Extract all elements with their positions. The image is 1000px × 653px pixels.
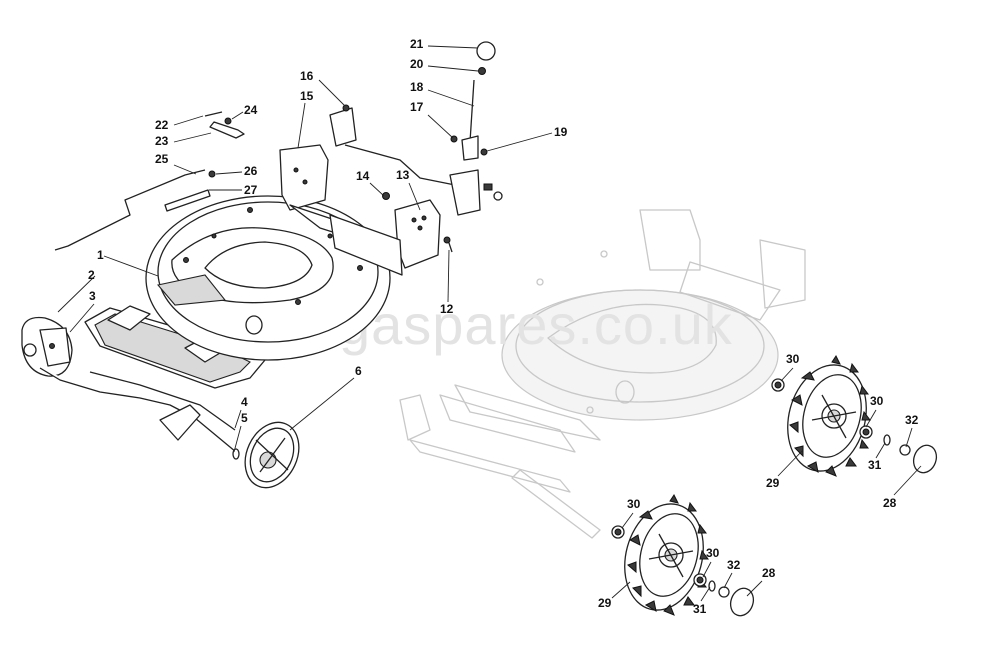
height-adjust-rod <box>329 104 503 216</box>
part-number-c17: 17 <box>410 100 424 114</box>
part-number-c20: 20 <box>410 57 424 71</box>
part-number-c28b: 28 <box>762 566 776 580</box>
leader-line-c1 <box>103 255 159 277</box>
leader-line-c4 <box>234 409 242 429</box>
leader-line-c32a <box>905 427 913 448</box>
leader-line-c22 <box>173 115 204 126</box>
front-cover-2-3 <box>21 316 73 377</box>
part-number-c31b: 31 <box>693 602 707 616</box>
leader-line-c6 <box>289 377 355 431</box>
part-number-c29a: 29 <box>766 476 780 490</box>
leader-line-c29a <box>777 449 804 477</box>
leader-line-c26 <box>215 171 243 175</box>
leader-line-c3 <box>69 303 95 333</box>
part-number-c29b: 29 <box>598 596 612 610</box>
leader-line-c32b <box>723 572 733 589</box>
leader-line-c19 <box>486 132 553 152</box>
part-number-c28a: 28 <box>883 496 897 510</box>
part-number-c5: 5 <box>241 411 248 425</box>
leader-line-c13 <box>408 182 421 211</box>
part-number-c32b: 32 <box>727 558 741 572</box>
leader-line-c24 <box>231 111 244 120</box>
rear-wheel-29-lower <box>624 494 709 616</box>
part-number-c18: 18 <box>410 80 424 94</box>
front-wheel-6 <box>244 421 300 489</box>
leader-line-c15 <box>297 102 306 149</box>
part-number-c26: 26 <box>244 164 258 178</box>
leader-line-c28a <box>893 465 922 496</box>
part-number-c2: 2 <box>88 268 95 282</box>
leader-line-c31b <box>700 586 711 602</box>
part-number-c27: 27 <box>244 183 258 197</box>
part-number-c12: 12 <box>440 302 454 316</box>
leader-line-c18 <box>427 89 475 107</box>
leader-line-c25 <box>173 164 197 175</box>
part-number-c22: 22 <box>155 118 169 132</box>
front-axle-4-5 <box>39 367 240 460</box>
part-number-c25: 25 <box>155 152 169 166</box>
part-number-c23: 23 <box>155 134 169 148</box>
ghost-deck-assembly <box>399 209 806 539</box>
leader-line-c28b <box>746 580 763 597</box>
deck-part-1 <box>84 195 391 389</box>
part-number-c14: 14 <box>356 169 370 183</box>
part-number-c19: 19 <box>554 125 568 139</box>
leader-line-c23 <box>173 132 212 143</box>
leader-line-c12 <box>447 249 450 303</box>
rear-hardware-upper <box>771 378 938 474</box>
leader-line-c31a <box>875 442 886 459</box>
leader-line-c30c <box>621 512 634 529</box>
leader-line-c2 <box>57 275 96 313</box>
part-number-c24: 24 <box>244 103 258 117</box>
callout-layer: 1234561213141516171819202122232425262728… <box>57 37 922 616</box>
part-number-c15: 15 <box>300 89 314 103</box>
rear-wheel-29-upper <box>787 355 871 477</box>
rear-hardware-lower <box>611 525 755 617</box>
part-number-c21: 21 <box>410 37 424 51</box>
leader-line-c20 <box>427 65 479 72</box>
part-number-c13: 13 <box>396 168 410 182</box>
leader-line-c17 <box>427 114 454 139</box>
part-number-c3: 3 <box>89 289 96 303</box>
hardware-22-27 <box>54 111 453 253</box>
part-number-c16: 16 <box>300 69 314 83</box>
leader-line-c30a <box>780 367 794 382</box>
leader-line-c30b <box>865 409 877 428</box>
part-number-c1: 1 <box>97 248 104 262</box>
part-number-c6: 6 <box>355 364 362 378</box>
part-number-c30c: 30 <box>627 497 641 511</box>
lever-18 <box>450 41 496 161</box>
leader-line-c16 <box>318 79 346 107</box>
part-number-c31a: 31 <box>868 458 882 472</box>
part-number-c30a: 30 <box>786 352 800 366</box>
part-number-c30d: 30 <box>706 546 720 560</box>
leader-line-c21 <box>427 45 479 49</box>
leader-line-c5 <box>233 425 242 453</box>
leader-line-c29b <box>611 581 631 599</box>
leader-line-c14 <box>369 182 385 197</box>
height-bracket-13 <box>329 199 441 276</box>
part-number-c32a: 32 <box>905 413 919 427</box>
part-number-c4: 4 <box>241 395 248 409</box>
leader-line-c30d <box>702 561 712 578</box>
part-number-c30b: 30 <box>870 394 884 408</box>
